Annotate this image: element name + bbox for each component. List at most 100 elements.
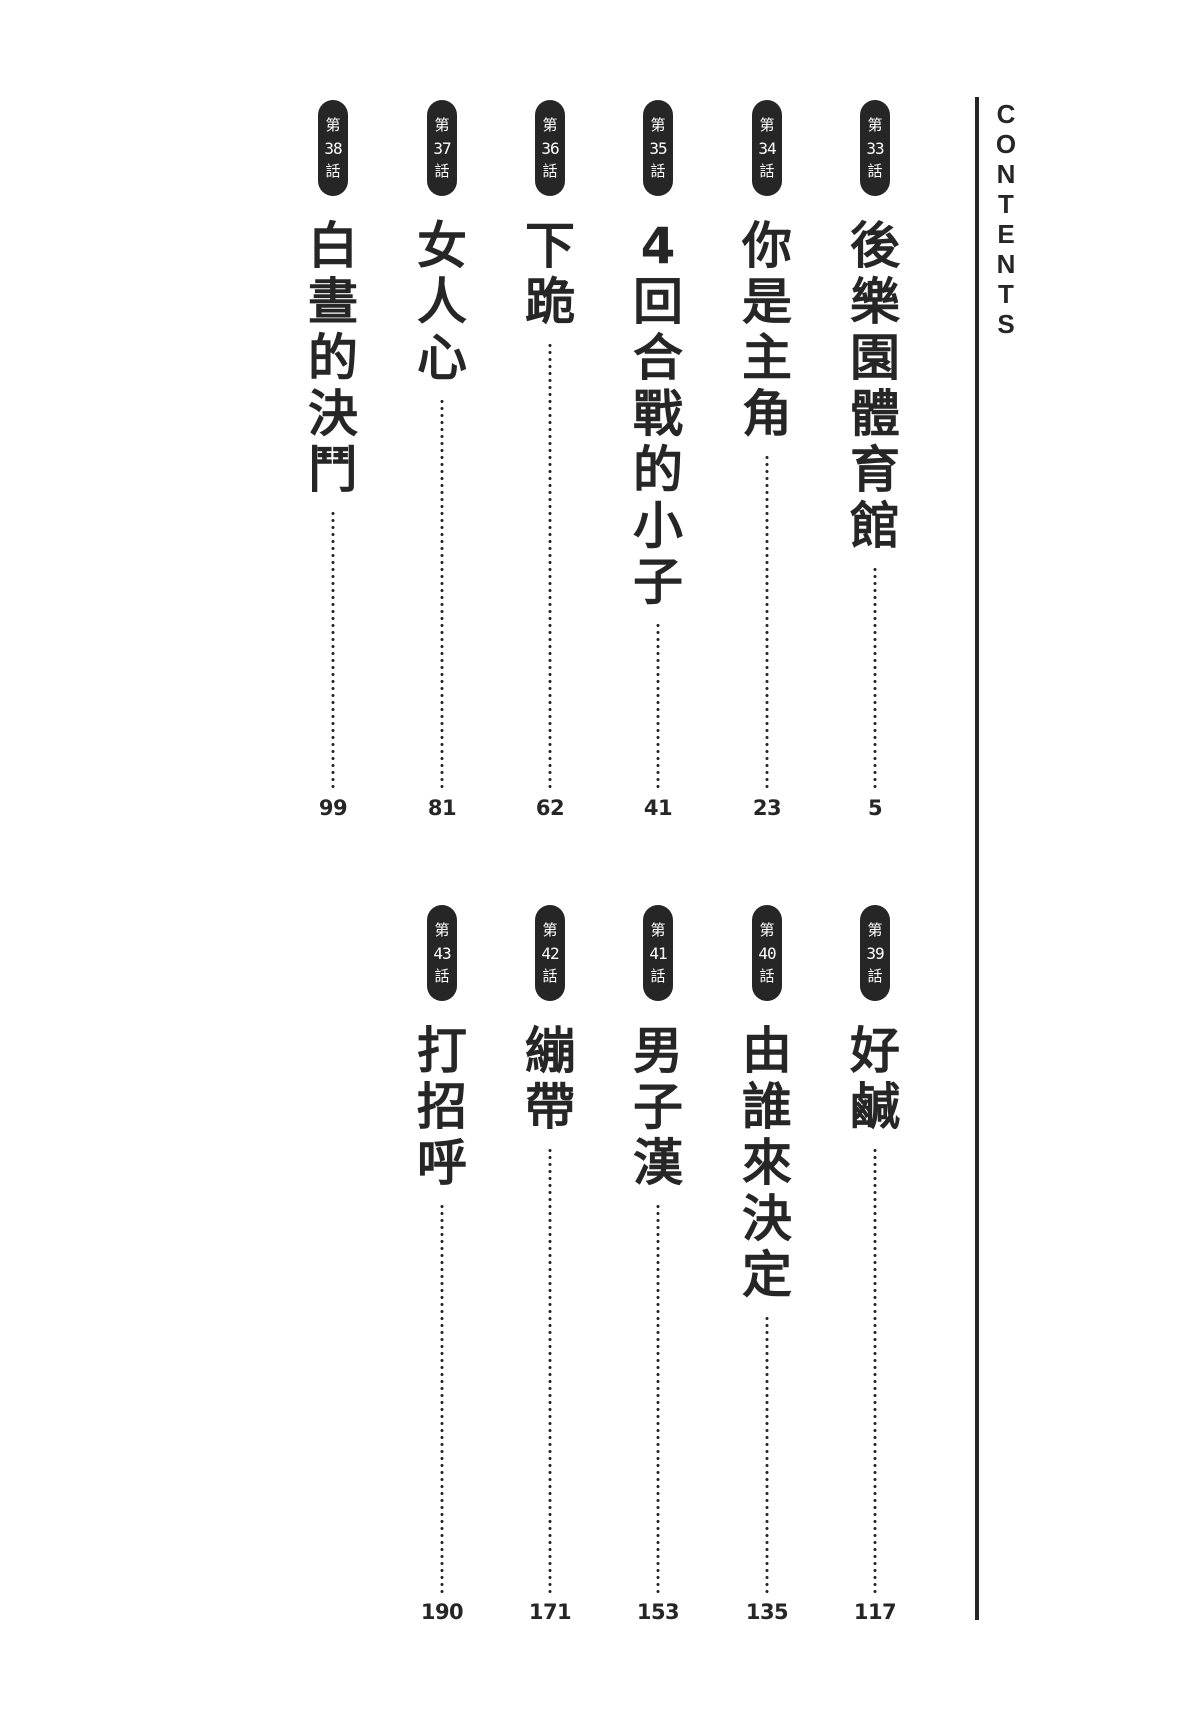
chapter-title-char: 館 xyxy=(850,497,900,555)
vertical-divider-line xyxy=(975,97,979,1620)
chapter-title: 打招呼 xyxy=(402,1023,482,1191)
badge-number: 37 xyxy=(433,138,451,158)
page-number: 23 xyxy=(752,796,782,820)
page-number: 135 xyxy=(745,1600,789,1624)
chapter-title-char: 心 xyxy=(417,329,467,387)
chapter-title-char: 人 xyxy=(417,273,467,331)
heading-letter: T xyxy=(998,279,1014,309)
badge-number: 35 xyxy=(649,138,667,158)
badge-prefix: 第 xyxy=(434,920,450,939)
badge-suffix: 話 xyxy=(542,161,558,180)
chapter-title-char: 鬥 xyxy=(308,441,358,499)
page-number: 81 xyxy=(427,796,457,820)
badge-number: 43 xyxy=(433,943,451,963)
chapter-title-char: 誰 xyxy=(742,1078,792,1136)
chapter-title: 下跪 xyxy=(510,218,590,330)
chapter-title-char: 來 xyxy=(742,1134,792,1192)
chapter-title-char: 男 xyxy=(633,1022,683,1080)
chapter-title-char: 小 xyxy=(633,497,683,555)
badge-suffix: 話 xyxy=(650,966,666,985)
dotted-leader xyxy=(548,1147,552,1594)
dotted-leader xyxy=(440,1203,444,1594)
chapter-entry[interactable]: 第 43 話打招呼 190 xyxy=(402,905,482,1630)
badge-suffix: 話 xyxy=(759,966,775,985)
dotted-leader xyxy=(440,398,444,790)
chapter-title: 男子漢 xyxy=(618,1023,698,1191)
chapter-title-char: 的 xyxy=(633,441,683,499)
badge-number: 40 xyxy=(758,943,776,963)
chapter-title-char: 育 xyxy=(850,441,900,499)
contents-heading: C O N T E N T S xyxy=(990,101,1022,341)
heading-letter: O xyxy=(995,129,1017,159)
badge-prefix: 第 xyxy=(325,115,341,134)
chapter-title-char: 主 xyxy=(742,329,792,387)
chapter-title-char: 你 xyxy=(742,217,792,275)
page-number: 190 xyxy=(420,1600,464,1624)
chapter-title-char: 鹹 xyxy=(850,1078,900,1136)
badge-number: 38 xyxy=(324,138,342,158)
heading-letter: T xyxy=(998,189,1014,219)
badge-number: 42 xyxy=(541,943,559,963)
badge-suffix: 話 xyxy=(325,161,341,180)
dotted-leader xyxy=(331,510,335,790)
badge-number: 39 xyxy=(866,943,884,963)
chapter-title-char: 園 xyxy=(850,329,900,387)
chapter-title-char: 帶 xyxy=(525,1078,575,1136)
chapter-entry[interactable]: 第 38 話白晝的決鬥 99 xyxy=(293,100,373,826)
chapter-title: 女人心 xyxy=(402,218,482,386)
chapter-title: 繃帶 xyxy=(510,1023,590,1135)
badge-prefix: 第 xyxy=(542,115,558,134)
dotted-leader xyxy=(873,1147,877,1594)
chapter-title-char: 招 xyxy=(417,1078,467,1136)
page-number: 5 xyxy=(867,796,883,820)
chapter-number-badge: 第 38 話 xyxy=(318,100,348,196)
page-number: 99 xyxy=(318,796,348,820)
chapter-title-char: 打 xyxy=(417,1022,467,1080)
chapter-title-char: 晝 xyxy=(308,273,358,331)
page-number: 62 xyxy=(535,796,565,820)
chapter-entry[interactable]: 第 36 話下跪 62 xyxy=(510,100,590,826)
badge-number: 36 xyxy=(541,138,559,158)
chapter-title-char: 子 xyxy=(633,1078,683,1136)
badge-suffix: 話 xyxy=(759,161,775,180)
badge-suffix: 話 xyxy=(434,161,450,180)
chapter-title-char: 白 xyxy=(308,217,358,275)
chapter-title-char: 跪 xyxy=(525,273,575,331)
chapter-title-char: 漢 xyxy=(633,1134,683,1192)
chapter-title-char: 是 xyxy=(742,273,792,331)
badge-prefix: 第 xyxy=(542,920,558,939)
chapter-title-char: 女 xyxy=(417,217,467,275)
chapter-title-char: 繃 xyxy=(525,1022,575,1080)
chapter-number-badge: 第 36 話 xyxy=(535,100,565,196)
badge-prefix: 第 xyxy=(867,115,883,134)
heading-letter: E xyxy=(997,219,1015,249)
chapter-title-char: 的 xyxy=(308,329,358,387)
badge-suffix: 話 xyxy=(434,966,450,985)
dotted-leader xyxy=(765,1315,769,1594)
chapter-title-char: 好 xyxy=(850,1022,900,1080)
chapter-title: 由誰來決定 xyxy=(727,1023,807,1303)
heading-letter: N xyxy=(996,159,1016,189)
chapter-title-char: 合 xyxy=(633,329,683,387)
chapter-title: 好鹹 xyxy=(835,1023,915,1135)
chapter-title-char: 下 xyxy=(525,217,575,275)
chapter-title-char: 子 xyxy=(633,553,683,611)
page-number: 153 xyxy=(636,1600,680,1624)
chapter-title-char: 決 xyxy=(308,385,358,443)
heading-letter: N xyxy=(996,249,1016,279)
